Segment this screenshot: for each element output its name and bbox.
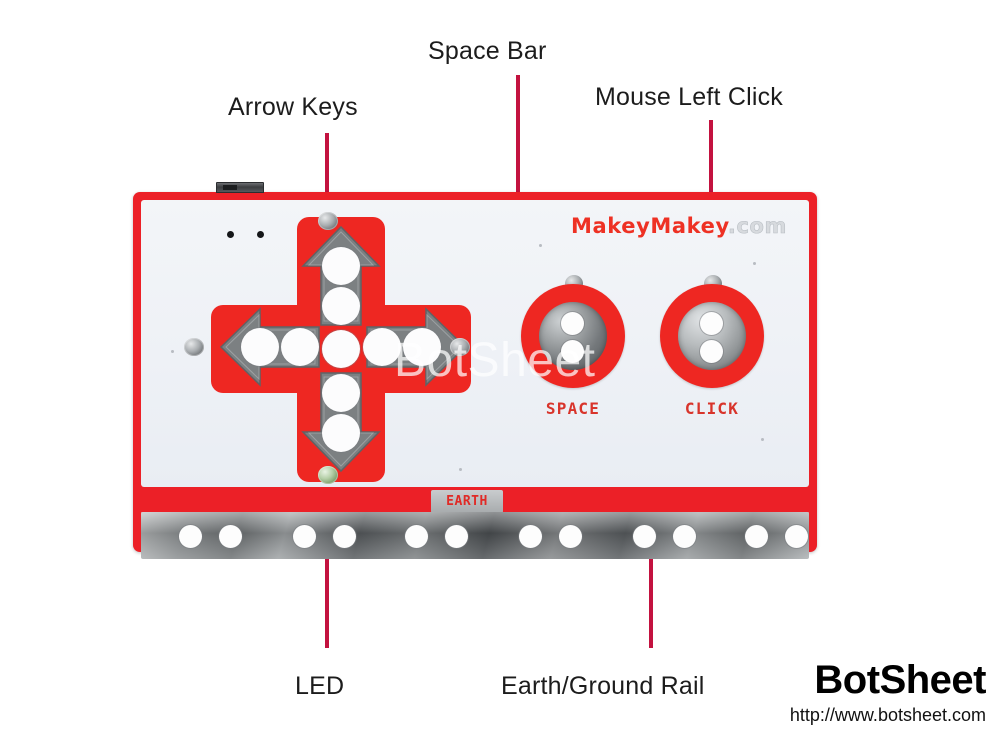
arrow-left-hole-inner[interactable] [281, 328, 319, 366]
logo-domain-text: .com [727, 214, 788, 239]
board-speck [761, 438, 764, 441]
earth-rail-hole[interactable] [673, 525, 696, 548]
earth-rail-hole[interactable] [293, 525, 316, 548]
smd-component-dot [257, 231, 264, 238]
earth-tab-label: EARTH [446, 494, 488, 509]
callout-label-mouse-left-click: Mouse Left Click [595, 83, 783, 111]
board-speck [753, 262, 756, 265]
arrow-right-hole-inner[interactable] [363, 328, 401, 366]
dpad-center-hole[interactable] [322, 330, 360, 368]
arrow-left-hole-outer[interactable] [241, 328, 279, 366]
earth-rail-hole[interactable] [179, 525, 202, 548]
earth-ground-rail[interactable] [141, 512, 809, 559]
logo-brand-text: MakeyMakey [571, 214, 728, 238]
callout-label-space-bar: Space Bar [428, 37, 547, 65]
earth-rail-hole[interactable] [219, 525, 242, 548]
callout-label-earth-ground-rail: Earth/Ground Rail [501, 672, 705, 700]
click-hole-bottom[interactable] [700, 340, 723, 363]
earth-rail-hole[interactable] [559, 525, 582, 548]
earth-rail-hole[interactable] [405, 525, 428, 548]
space-hole-top[interactable] [561, 312, 584, 335]
board-speck [171, 350, 174, 353]
board-speck [459, 468, 462, 471]
smd-component-dot [227, 231, 234, 238]
arrow-keys-dpad[interactable] [211, 217, 471, 482]
leader-line-led [325, 478, 329, 648]
space-hole-bottom[interactable] [561, 340, 584, 363]
click-hole-top[interactable] [700, 312, 723, 335]
dpad-top-mount-pad [318, 212, 338, 230]
board-speck [539, 244, 542, 247]
botsheet-url: http://www.botsheet.com [789, 705, 986, 726]
board-silkscreen-face: MakeyMakey.com [141, 200, 809, 487]
makeymakey-logo: MakeyMakey.com [571, 214, 788, 239]
botsheet-branding: BotSheet http://www.botsheet.com [789, 658, 987, 726]
led-indicator [318, 466, 338, 484]
callout-label-led: LED [295, 672, 345, 700]
earth-rail-hole[interactable] [745, 525, 768, 548]
space-button-caption: SPACE [545, 399, 601, 418]
arrow-down-hole-inner[interactable] [322, 374, 360, 412]
dpad-right-mount-pad [450, 338, 470, 356]
leader-line-space-bar-upper [516, 75, 520, 267]
click-button-caption: CLICK [684, 399, 740, 418]
makey-makey-board: MakeyMakey.com [133, 182, 817, 559]
earth-rail-hole[interactable] [785, 525, 808, 548]
dpad-left-mount-pad [184, 338, 204, 356]
earth-rail-hole[interactable] [445, 525, 468, 548]
earth-rail-hole[interactable] [633, 525, 656, 548]
arrow-up-hole-inner[interactable] [322, 287, 360, 325]
usb-connector [216, 182, 264, 193]
earth-tab: EARTH [431, 490, 503, 513]
click-button[interactable] [660, 275, 764, 388]
botsheet-logo-text: BotSheet [814, 658, 986, 702]
earth-rail-hole[interactable] [333, 525, 356, 548]
leader-line-earth-ground-rail [649, 528, 653, 648]
arrow-right-hole-outer[interactable] [403, 328, 441, 366]
arrow-down-hole-outer[interactable] [322, 414, 360, 452]
arrow-up-hole-outer[interactable] [322, 247, 360, 285]
callout-label-arrow-keys: Arrow Keys [228, 93, 358, 121]
earth-rail-hole[interactable] [519, 525, 542, 548]
space-button[interactable] [521, 275, 625, 388]
